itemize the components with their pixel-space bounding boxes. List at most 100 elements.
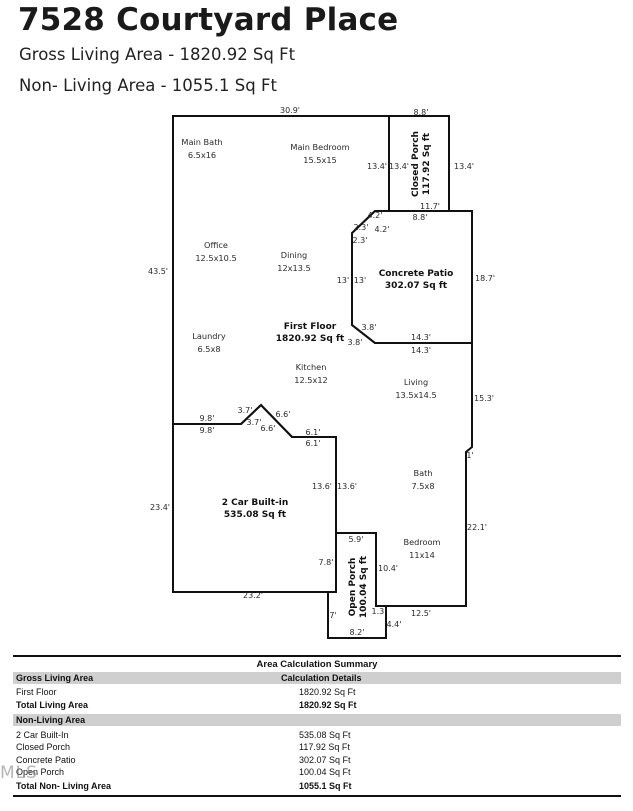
dimension-label: 11.7' <box>420 202 440 211</box>
dimension-label: 8.8' <box>413 213 428 222</box>
dimension-label: 1' <box>466 451 473 460</box>
dimension-label: 2.3' <box>353 236 368 245</box>
room-name-label: Living <box>404 377 428 387</box>
dimension-label: 13' <box>337 276 349 285</box>
row-label: Open Porch <box>16 767 65 777</box>
area-total-label: 100.04 Sq ft <box>359 555 369 618</box>
row-label: Concrete Patio <box>16 755 76 765</box>
non-living-header-band: Non-Living Area <box>13 714 621 726</box>
summary-top-rule <box>13 655 621 657</box>
dimension-label: 13.4' <box>454 162 474 171</box>
dimension-label: 13.4' <box>367 162 387 171</box>
row-label: Total Living Area <box>16 700 89 710</box>
row-value: 1820.92 Sq Ft <box>299 700 357 710</box>
summary-title: Area Calculation Summary <box>256 659 378 670</box>
open-porch-outline <box>327 532 387 639</box>
row-label: Total Non- Living Area <box>16 781 112 791</box>
dimension-label: 14.3' <box>411 333 431 342</box>
dimension-label: 13' <box>354 276 366 285</box>
property-address-title: 7528 Courtyard Place <box>18 2 399 38</box>
dimension-label: 3.8' <box>348 338 363 347</box>
dimension-label: 6.6' <box>261 424 276 433</box>
dimension-label: 1.3' <box>372 607 387 616</box>
table-row: 2 Car Built-In 535.08 Sq Ft <box>13 730 621 741</box>
row-value: 117.92 Sq Ft <box>299 742 350 752</box>
table-row: First Floor 1820.92 Sq Ft <box>13 687 621 698</box>
dimension-label: 4.2' <box>368 211 383 220</box>
row-value: 1820.92 Sq Ft <box>299 687 356 697</box>
total-non-living-row: Total Non- Living Area 1055.1 Sq Ft <box>13 781 621 792</box>
concrete-patio-outline <box>351 210 473 344</box>
total-living-row: Total Living Area 1820.92 Sq Ft <box>13 700 621 711</box>
area-name-label: 2 Car Built-in <box>222 498 289 508</box>
dimension-label: 43.5' <box>148 267 168 276</box>
calculation-details-header: Calculation Details <box>281 673 362 683</box>
row-label: First Floor <box>16 687 57 697</box>
room-size-label: 12x13.5 <box>277 263 311 273</box>
dimension-label: 9.8' <box>200 414 215 423</box>
non-living-header: Non-Living Area <box>16 715 86 725</box>
room-name-label: Kitchen <box>296 362 327 372</box>
area-name-label: Closed Porch <box>411 131 421 197</box>
row-value: 1055.1 Sq Ft <box>299 781 352 791</box>
room-size-label: 12.5x10.5 <box>195 253 236 263</box>
area-name-label: Open Porch <box>348 558 358 617</box>
dimension-label: 3.7' <box>247 418 262 427</box>
dimension-label: 7' <box>329 611 336 620</box>
dimension-label: 14.3' <box>411 346 431 355</box>
gross-living-area-line: Gross Living Area - 1820.92 Sq Ft <box>19 45 296 64</box>
area-calculation-summary: Area Calculation Summary Gross Living Ar… <box>13 655 621 797</box>
room-name-label: Main Bedroom <box>290 142 349 152</box>
room-size-label: 12.5x12 <box>294 375 328 385</box>
dimension-label: 15.3' <box>474 394 494 403</box>
room-size-label: 6.5x8 <box>197 344 220 354</box>
dimension-label: 9.8' <box>200 426 215 435</box>
mls-watermark: MLS <box>0 763 38 783</box>
dimension-label: 4.2' <box>375 225 390 234</box>
non-living-area-line: Non- Living Area - 1055.1 Sq Ft <box>19 76 277 95</box>
dimension-label: 13.6' <box>312 482 332 491</box>
room-name-label: Office <box>204 240 228 250</box>
room-size-label: 7.5x8 <box>411 481 434 491</box>
dimension-label: 6.1' <box>306 428 321 437</box>
dimension-label: 12.5' <box>411 609 431 618</box>
dimension-label: 23.4' <box>150 503 170 512</box>
room-name-label: Bedroom <box>403 537 440 547</box>
dimension-label: 5.9' <box>349 535 364 544</box>
dimension-label: 6.6' <box>276 410 291 419</box>
gross-living-header: Gross Living Area <box>16 673 94 683</box>
gross-living-header-band: Gross Living Area Calculation Details <box>13 672 621 684</box>
room-name-label: Main Bath <box>181 137 222 147</box>
room-name-label: Laundry <box>192 331 226 341</box>
area-total-label: 117.92 Sq ft <box>422 132 432 195</box>
area-total-label: 1820.92 Sq ft <box>276 334 345 344</box>
row-value: 100.04 Sq Ft <box>299 767 351 777</box>
table-row: Open Porch 100.04 Sq Ft <box>13 767 621 778</box>
dimension-label: 3.8' <box>362 323 377 332</box>
room-size-label: 13.5x14.5 <box>395 390 436 400</box>
dimension-label: 13.6' <box>337 482 357 491</box>
room-size-label: 6.5x16 <box>188 150 216 160</box>
dimension-label: 10.4' <box>378 564 398 573</box>
room-size-label: 15.5x15 <box>303 155 337 165</box>
dimension-label: 30.9' <box>280 106 300 115</box>
summary-bottom-rule <box>13 795 621 797</box>
row-value: 302.07 Sq Ft <box>299 755 351 765</box>
room-size-label: 11x14 <box>409 550 435 560</box>
room-name-label: Dining <box>281 250 307 260</box>
dimension-label: 22.1' <box>467 523 487 532</box>
dimension-label: 8.2' <box>350 628 365 637</box>
room-name-label: Bath <box>413 468 432 478</box>
dimension-label: 2.3' <box>354 223 369 232</box>
dimension-label: 4.4' <box>387 620 402 629</box>
table-row: Closed Porch 117.92 Sq Ft <box>13 742 621 753</box>
table-row: Concrete Patio 302.07 Sq Ft <box>13 755 621 766</box>
dimension-label: 7.8' <box>319 558 334 567</box>
area-name-label: First Floor <box>284 322 337 332</box>
dimension-label: 23.2' <box>243 591 263 600</box>
area-total-label: 302.07 Sq ft <box>385 281 448 291</box>
area-total-label: 535.08 Sq ft <box>224 510 287 520</box>
row-label: 2 Car Built-In <box>16 730 69 740</box>
dimension-label: 13.4' <box>389 162 409 171</box>
dimension-label: 3.7' <box>238 406 253 415</box>
